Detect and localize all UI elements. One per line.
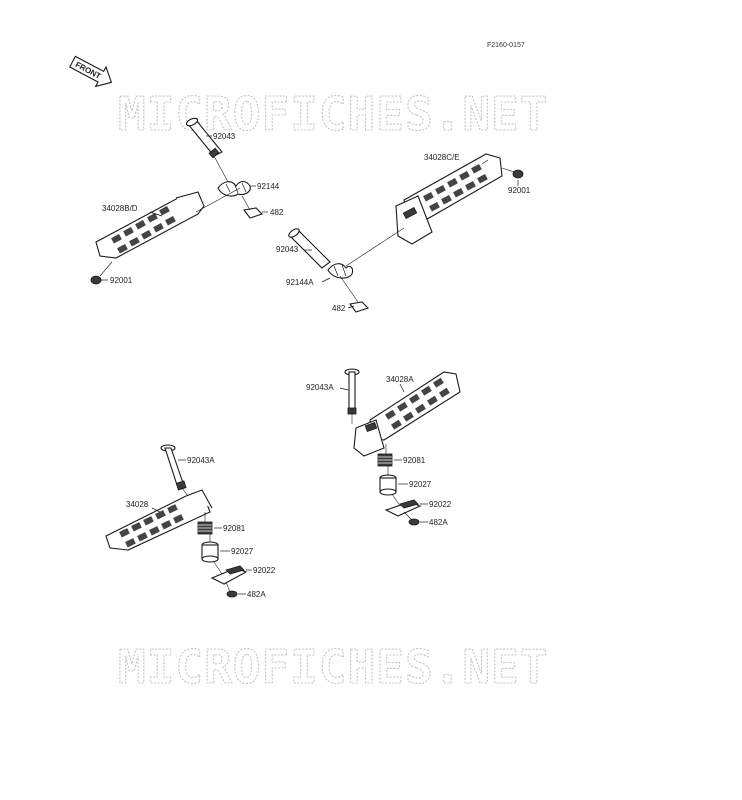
label-34028a: 34028A — [386, 375, 414, 384]
clip-482-upper-left-icon — [243, 207, 264, 219]
plate-92022-right-icon — [384, 499, 422, 517]
label-34028: 34028 — [126, 500, 149, 509]
footpeg-34028-icon — [105, 489, 213, 551]
bolt-92001-right-icon — [501, 167, 524, 179]
footpeg-34028ce-icon — [395, 153, 503, 245]
label-92043-upper-left: 92043 — [213, 132, 236, 141]
label-92144: 92144 — [257, 182, 280, 191]
part-92027-right-icon — [379, 474, 397, 496]
label-92001-left: 92001 — [110, 276, 133, 285]
clip-482-mid-icon — [349, 301, 370, 313]
label-92043a-left: 92043A — [187, 456, 215, 465]
label-92001-right: 92001 — [508, 186, 531, 195]
label-92027-left: 92027 — [231, 547, 254, 556]
pin-92043-upper-left-icon — [185, 117, 223, 159]
spring-92144a-icon — [327, 263, 354, 279]
label-92027-right: 92027 — [409, 480, 432, 489]
clip-482a-left-icon — [226, 590, 238, 598]
label-482-upper-left: 482 — [270, 208, 284, 217]
footpeg-34028a-icon — [353, 371, 461, 457]
label-482a-right: 482A — [429, 518, 448, 527]
part-92027-left-icon — [201, 541, 219, 563]
watermark-bottom: MICROFICHES.NET — [118, 640, 548, 694]
label-92043a-right: 92043A — [306, 383, 334, 392]
diagram-code: F2160-0157 — [487, 42, 525, 49]
footpeg-upper-left-assembly: 92043 92144 482 34028B/D 92001 — [90, 117, 284, 285]
label-92022-left: 92022 — [253, 566, 276, 575]
label-92081-left: 92081 — [223, 524, 246, 533]
footpeg-lower-right-assembly: 92043A 34028A 92081 92027 92022 482A — [306, 368, 461, 527]
spring-92081-left-icon — [197, 521, 213, 535]
pin-92043a-right-icon — [344, 368, 360, 415]
label-482-mid: 482 — [332, 304, 346, 313]
label-482a-left: 482A — [247, 590, 266, 599]
label-92144a: 92144A — [286, 278, 314, 287]
front-arrow-icon: FRONT — [69, 55, 113, 88]
label-92081-right: 92081 — [403, 456, 426, 465]
bolt-92001-left-icon — [90, 261, 113, 285]
watermark-top: MICROFICHES.NET — [118, 87, 548, 141]
clip-482a-right-icon — [408, 518, 420, 526]
spring-92081-right-icon — [377, 453, 393, 467]
footpeg-upper-right-assembly: 34028C/E 92001 92043 92144A 482 — [276, 153, 531, 313]
label-34028ce: 34028C/E — [424, 153, 460, 162]
pin-92043a-left-icon — [160, 444, 187, 491]
label-92022-right: 92022 — [429, 500, 452, 509]
plate-92022-left-icon — [210, 565, 248, 585]
spring-92144-icon — [217, 180, 251, 197]
label-92043-mid: 92043 — [276, 245, 299, 254]
pin-92043-mid-icon — [288, 228, 331, 269]
label-34028bd: 34028B/D — [102, 204, 138, 213]
footpeg-34028bd-icon — [95, 191, 205, 259]
footpeg-lower-left-assembly: 92043A 34028 92081 92027 92022 482A — [105, 444, 276, 599]
